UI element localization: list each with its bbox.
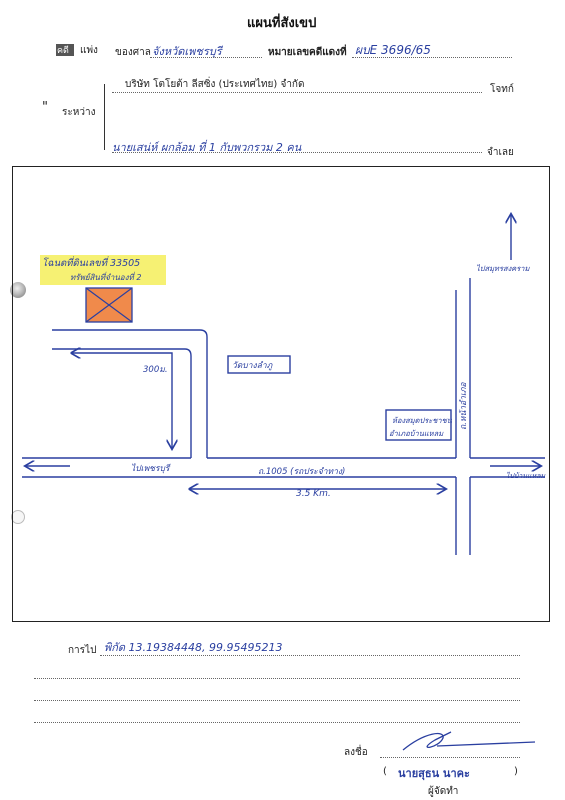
left-direction-label: ไปเพชรบุรี (131, 463, 171, 474)
plaintiff-dotline (112, 92, 482, 93)
quote-mark: " (42, 100, 48, 115)
court-label: ของศาล (115, 47, 151, 58)
distance-main-label: 3.5 Km. (296, 489, 331, 499)
directions-dotline-2 (34, 678, 520, 679)
signature-drawing (402, 731, 536, 751)
side-road-lower-edge (52, 348, 192, 458)
case-no-dotline (352, 57, 512, 58)
library-line2: อำเภอบ้านแหลม (389, 429, 444, 438)
case-type-highlight (56, 44, 74, 56)
defendant-name: นายเสน่ห์ ผกล้อม ที่ 1 กับพวกรวม 2 คน (112, 141, 302, 154)
defendant-role: จำเลย (487, 147, 514, 158)
directions-label: การไป (68, 645, 97, 656)
distance-side-arrow (72, 353, 172, 448)
directions-dotline-3 (34, 700, 520, 701)
library-line1: ห้องสมุดประชาชน (392, 416, 453, 425)
case-type: แพ่ง (80, 45, 98, 56)
target-highlight (40, 255, 166, 285)
plaintiff-name: บริษัท โตโยต้า ลีสซิ่ง (ประเทศไทย) จำกัด (125, 79, 305, 90)
target-label: โฉนดที่ดินเลขที่ 33505 (42, 256, 140, 269)
north-label: ไปสมุทรสงคราม (476, 264, 531, 273)
side-road-upper-edge (52, 329, 208, 458)
court-dotline (150, 57, 262, 58)
signer-role: ผู้จัดทำ (428, 786, 459, 797)
case-no-value: ผบE 3696/65 (355, 43, 431, 57)
temple-box (227, 355, 291, 374)
signature-label: ลงชื่อ (344, 747, 368, 758)
library-box (385, 409, 452, 441)
plaintiff-role: โจทก์ (490, 84, 514, 95)
signature-dotline (380, 757, 520, 758)
between-label: ระหว่าง (62, 107, 96, 118)
close-paren: ) (514, 766, 518, 777)
target-sublabel: ทรัพย์สินที่จำนองที่ 2 (70, 271, 141, 282)
court-value: จังหวัดเพชรบุรี (152, 45, 222, 58)
binder-hole-top (10, 282, 26, 298)
vertical-road-label: ถ.หน้าอำเภอ (458, 382, 469, 430)
signer-name: นายสุธน นาคะ (398, 767, 470, 780)
directions-dotline-4 (34, 722, 520, 723)
open-paren: ( (383, 766, 387, 777)
directions-dotline-1 (100, 655, 520, 656)
case-type-prefix: คดี (57, 46, 69, 56)
page-title: แผนที่สังเขป (247, 16, 317, 31)
defendant-dotline (112, 152, 482, 153)
temple-label: วัดบางลำภู (232, 361, 274, 371)
main-road-label: ถ.1005 (รถประจำทาง) (258, 467, 345, 477)
right-direction-label: ไปบ้านแหลม (506, 471, 546, 480)
binder-hole-bottom (11, 510, 25, 524)
directions-value: พิกัด 13.19384448, 99.95495213 (104, 641, 283, 654)
case-no-label: หมายเลขคดีแดงที่ (268, 47, 347, 58)
parties-bracket (104, 84, 109, 150)
map-frame (12, 166, 550, 622)
distance-side-label: 300ม. (143, 365, 168, 375)
